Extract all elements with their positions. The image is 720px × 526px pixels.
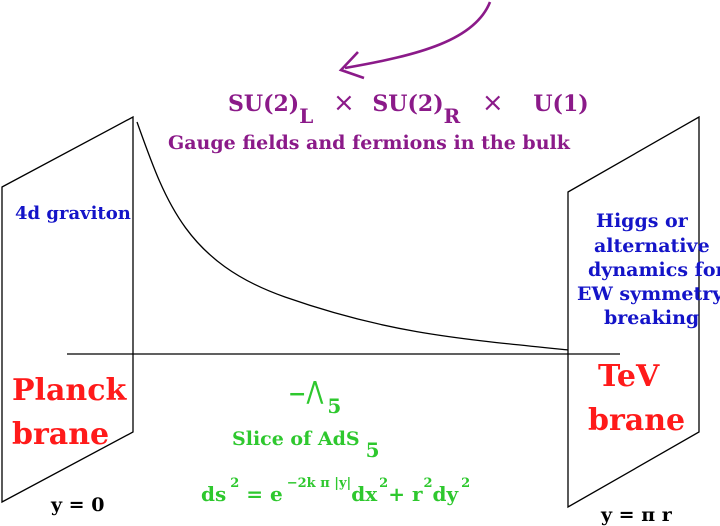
u1-group: U(1) [533,91,589,117]
times-symbol: × [481,88,504,118]
planck-brane-label-line1: Planck [12,373,127,408]
su2-right: SU(2) [372,91,444,117]
metric-plus-r: + r [388,482,423,506]
metric-ds: ds [201,482,227,506]
metric-exponent: −2k π |y| [286,476,352,491]
higgs-line-1: Higgs or [596,210,688,232]
ads-slice-subscript: 5 [365,438,380,462]
metric-dy-sup: 2 [461,476,471,491]
bulk-arrowhead-icon [338,51,365,80]
metric-dx: dx [351,482,378,506]
bulk-arrow [344,1,492,70]
higgs-line-3: dynamics for [588,259,720,281]
metric-dx-sup: 2 [379,476,389,491]
graviton-label: 4d graviton [15,203,131,224]
bulk-cosmological-constant: −/\5 [288,375,341,417]
left-coordinate-label: y = 0 [51,494,105,516]
metric-dy: dy [432,482,459,506]
su2-right-subscript: R [443,104,461,128]
lambda-symbol: /\ [306,375,323,408]
higgs-line-4: EW symmetry [577,283,720,305]
higgs-line-5: breaking [604,307,700,329]
su2-left: SU(2) [228,91,300,117]
lambda-minus: − [288,381,307,407]
metric-r-sup: 2 [423,476,433,491]
planck-brane-sheet [1,115,134,504]
metric-equals-e: = e [239,482,283,506]
higgs-line-2: alternative [594,235,710,257]
tev-brane-label-line1: TeV [598,359,660,394]
planck-brane-label-line2: brane [12,417,110,452]
tev-brane-sheet [567,115,700,509]
tev-brane-label-line2: brane [588,403,686,438]
right-coordinate-label: y = π r [601,504,672,526]
ads-slice-text: Slice of AdS [232,428,360,450]
times-symbol: × [332,88,355,118]
su2-left-subscript: L [299,104,314,128]
bulk-fields-label: Gauge fields and fermions in the bulk [168,132,570,154]
metric-ds-sup: 2 [230,476,240,491]
warp-factor-curve [136,121,569,351]
gauge-group-label: SU(2)L × SU(2)R × U(1) [228,88,589,126]
lambda-subscript: 5 [327,394,342,418]
